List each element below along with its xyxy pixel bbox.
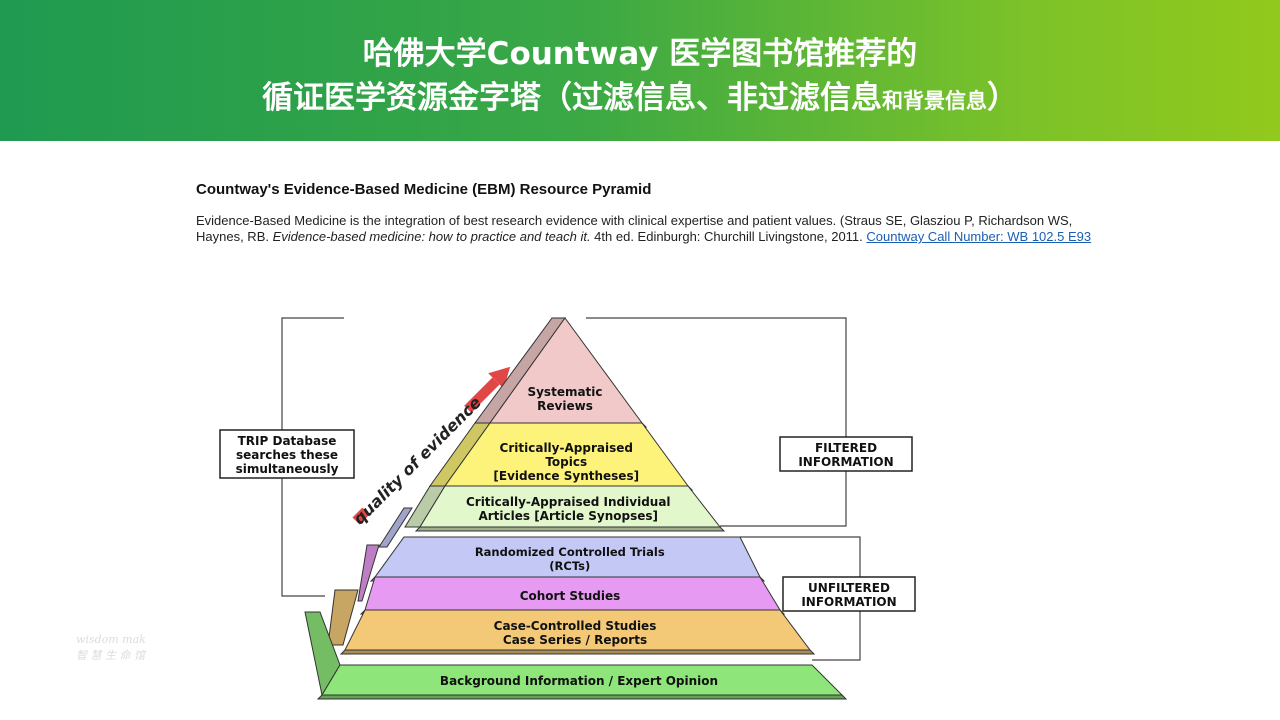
- unfiltered-information-box-line-2: INFORMATION: [801, 595, 896, 609]
- call-number-link[interactable]: Countway Call Number: WB 102.5 E93: [866, 229, 1092, 244]
- filtered-information-box-line-2: INFORMATION: [798, 455, 893, 469]
- pyramid-level-7-label-1: Background Information / Expert Opinion: [440, 674, 718, 688]
- pyramid-level-6-side: [327, 589, 359, 646]
- unfiltered-information-box-frame: [782, 576, 916, 612]
- document-body-text-2: 4th ed. Edinburgh: Churchill Livingstone…: [590, 229, 867, 244]
- unfiltered-information-box-line-1: UNFILTERED: [808, 581, 890, 595]
- banner-title-line-1: 哈佛大学Countway 医学图书馆推荐的: [362, 36, 918, 72]
- arrow-tail-segment: [352, 507, 370, 525]
- pyramid-level-5: Cohort Studies: [357, 544, 786, 615]
- pyramid-level-1-label-1: Systematic: [527, 385, 602, 399]
- pyramid-level-4-label-2: (RCTs): [549, 559, 590, 573]
- pyramid-level-3-label-1: Critically-Appraised Individual: [466, 495, 671, 509]
- pyramid-level-2-label-1: Critically-Appraised: [500, 441, 633, 455]
- watermark-line-1: wisdom mak: [76, 633, 146, 646]
- pyramid-level-6-label-1: Case-Controlled Studies: [494, 619, 657, 633]
- trip-database-box-line-1: TRIP Database: [238, 434, 337, 448]
- banner-title-line-2-main: 循证医学资源金字塔（过滤信息、非过滤信息: [262, 80, 882, 116]
- pyramid-level-5-label-1: Cohort Studies: [520, 589, 621, 603]
- pyramid-level-6-ledge: [339, 649, 816, 655]
- arrow-shaft-segment: [464, 377, 500, 413]
- pyramid-level-6-label-2: Case Series / Reports: [503, 633, 647, 647]
- banner-title-line-2: 循证医学资源金字塔（过滤信息、非过滤信息和背景信息）: [0, 72, 1280, 117]
- trip-database-box-line-2: searches these: [236, 448, 338, 462]
- pyramid-level-5-side: [357, 544, 380, 602]
- watermark-line-2: 智 慧 生 命 馆: [76, 649, 145, 662]
- pyramid-level-3: Critically-Appraised IndividualArticles …: [404, 485, 726, 532]
- pyramid-level-2-label-3: [Evidence Syntheses]: [493, 469, 639, 483]
- unfiltered-bracket-line: [740, 536, 861, 661]
- pyramid-level-1-label-2: Reviews: [537, 399, 593, 413]
- filtered-bracket-line: [586, 317, 847, 527]
- pyramid-level-3-ledge: [414, 526, 726, 532]
- filtered-information-box-frame: [779, 436, 913, 472]
- document-title: Countway's Evidence-Based Medicine (EBM)…: [196, 181, 652, 198]
- trip-database-box-frame: [219, 429, 355, 479]
- trip-database-box-line-3: simultaneously: [236, 462, 339, 476]
- pyramid-level-2-label-2: Topics: [545, 455, 587, 469]
- banner-title-line-2-small: 和背景信息: [882, 89, 987, 113]
- document-body-italic: Evidence-based medicine: how to practice…: [272, 229, 591, 244]
- pyramid-level-3-label-2: Articles [Article Synopses]: [478, 509, 658, 523]
- document-body: Evidence-Based Medicine is the integrati…: [196, 213, 1096, 245]
- pyramid-level-7-ledge: [316, 694, 848, 700]
- title-banner: 哈佛大学Countway 医学图书馆推荐的 循证医学资源金字塔（过滤信息、非过滤…: [0, 0, 1280, 141]
- pyramid-level-7: Background Information / Expert Opinion: [304, 611, 848, 700]
- pyramid-level-4-label-1: Randomized Controlled Trials: [475, 545, 665, 559]
- banner-title-line-2-end: ）: [987, 80, 1018, 116]
- trip-bracket-line: [281, 317, 344, 597]
- document-body-text-1: Evidence-Based Medicine is the integrati…: [196, 213, 1073, 244]
- watermark: wisdom mak 智 慧 生 命 馆: [76, 632, 146, 664]
- filtered-information-box-line-1: FILTERED: [815, 441, 877, 455]
- pyramid-level-4-side: [378, 507, 413, 548]
